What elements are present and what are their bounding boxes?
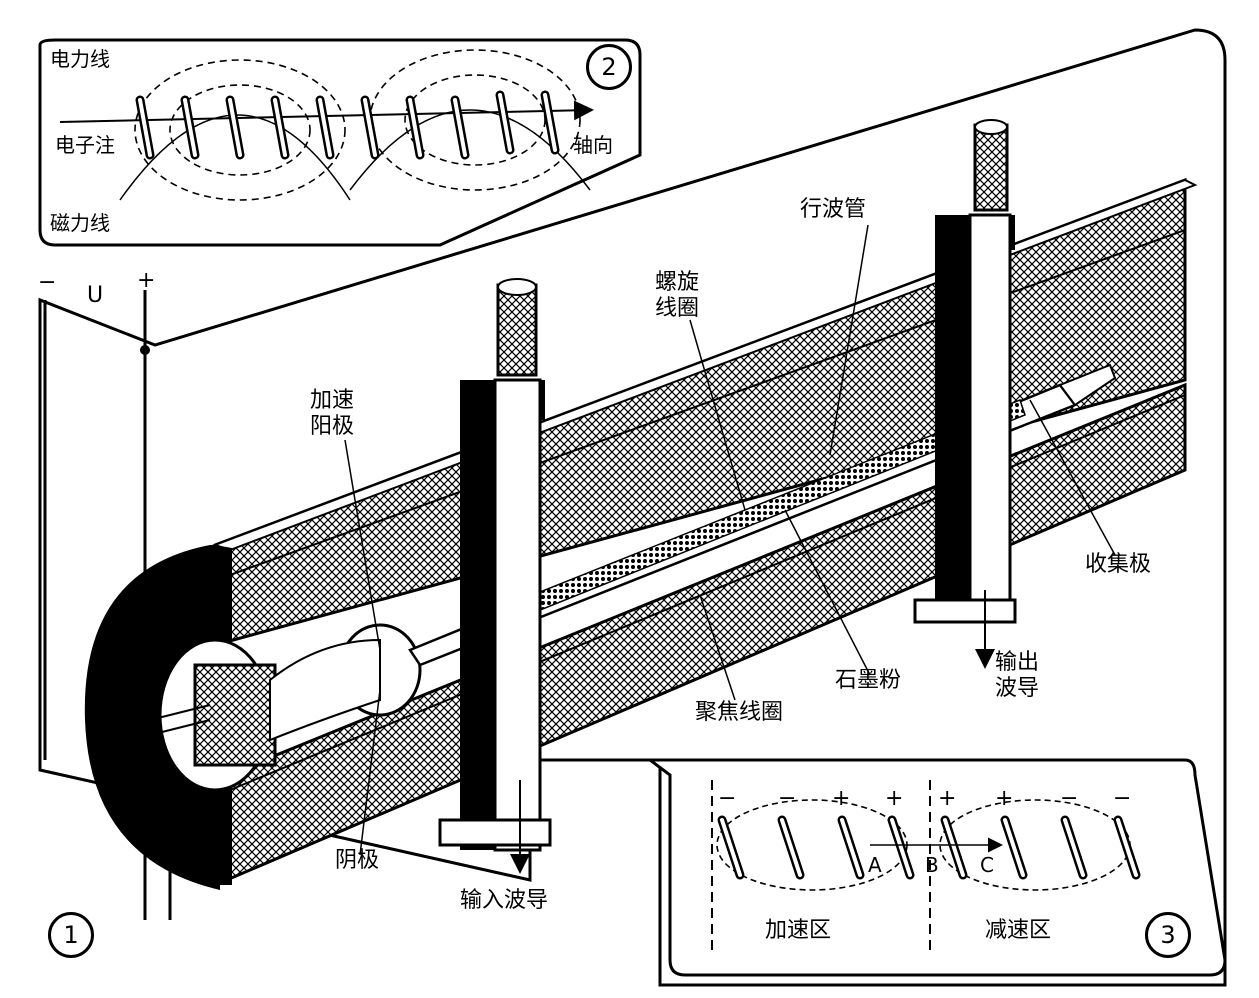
inset-2 xyxy=(38,38,642,247)
inset3-sign-l4: + xyxy=(885,786,904,811)
label-accel-anode-line1: 加速 xyxy=(310,388,355,413)
inset-3 xyxy=(645,758,1227,977)
label-cathode: 阴极 xyxy=(335,848,380,873)
inset3-sign-l2: − xyxy=(778,786,797,811)
label-helix-coil: 螺旋 线圈 xyxy=(655,270,699,322)
label-focusing-coil: 聚焦线圈 xyxy=(695,700,784,725)
label-accel-anode-line2: 阳极 xyxy=(310,414,355,439)
inset3-label-accel-zone: 加速区 xyxy=(765,918,832,943)
inset3-sign-r2: + xyxy=(995,786,1014,811)
inset2-label-electron-beam: 电子注 xyxy=(55,133,115,157)
label-output-waveguide-line2: 波导 xyxy=(995,676,1040,701)
inset3-sign-r4: − xyxy=(1113,786,1132,811)
label-voltage: U xyxy=(87,283,104,308)
label-output-waveguide: 输出 波导 xyxy=(995,650,1039,702)
label-graphite-powder: 石墨粉 xyxy=(835,668,902,693)
output-waveguide-post xyxy=(913,119,1017,669)
input-waveguide-post xyxy=(438,278,552,874)
electron-gun xyxy=(149,623,422,792)
inset3-sign-l3: + xyxy=(832,786,851,811)
figure-number-3: 3 xyxy=(1145,912,1191,958)
label-minus: − xyxy=(38,270,57,295)
inset3-point-c: C xyxy=(980,853,994,877)
inset2-label-electric-field-lines: 电力线 xyxy=(50,47,110,71)
inset3-sign-r1: + xyxy=(938,786,957,811)
figure-number-1: 1 xyxy=(48,912,94,958)
label-accel-anode: 加速 阳极 xyxy=(310,388,354,440)
supply-wires xyxy=(43,290,172,920)
inset2-label-magnetic-field-lines: 磁力线 xyxy=(50,211,110,235)
inset3-sign-l1: − xyxy=(718,786,737,811)
inset3-point-a: A xyxy=(868,853,882,877)
inset2-label-axial: 轴向 xyxy=(573,133,613,157)
figure-number-2: 2 xyxy=(586,44,632,90)
leader-lines xyxy=(344,224,1116,856)
inset3-point-b: B xyxy=(925,853,939,877)
label-plus: + xyxy=(137,268,156,293)
label-input-waveguide: 输入波导 xyxy=(460,888,549,913)
label-output-waveguide-line1: 输出 xyxy=(995,650,1040,675)
inset3-sign-r3: − xyxy=(1060,786,1079,811)
label-helix-coil-line1: 螺旋 xyxy=(655,270,700,295)
coil-end-shadow xyxy=(84,545,220,890)
label-travelling-wave-tube: 行波管 xyxy=(800,197,867,222)
label-collector: 收集极 xyxy=(1085,552,1152,577)
label-helix-coil-line2: 线圈 xyxy=(655,296,700,321)
tube-and-helix xyxy=(408,363,1117,667)
inset3-label-decel-zone: 减速区 xyxy=(985,918,1052,943)
